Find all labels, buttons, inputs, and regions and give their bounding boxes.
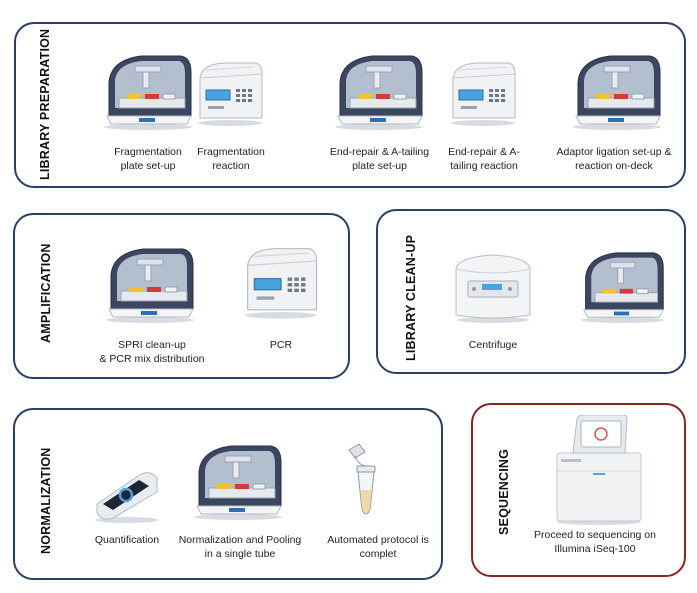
step-label: SPRI clean-up & PCR mix distribution bbox=[99, 339, 205, 365]
library-cleanup-panel: LIBRARY CLEAN-UP Centrifuge bbox=[376, 209, 686, 374]
step-label: Adaptor ligation set-up & reaction on-de… bbox=[556, 146, 672, 172]
library-preparation-panel: LIBRARY PREPARATION Fragmentation plate … bbox=[14, 22, 686, 188]
step-label: End-repair & A- tailing reaction bbox=[448, 146, 520, 172]
amplification-panel: AMPLIFICATION SPRI clean-up & PCR mix di… bbox=[13, 213, 350, 379]
step-fragmentation-setup bbox=[101, 52, 196, 130]
step-pcr bbox=[241, 245, 321, 319]
step-label: Quantification bbox=[94, 534, 160, 546]
step-label: End-repair & A-tailing plate set-up bbox=[329, 146, 430, 172]
step-label: PCR bbox=[269, 339, 293, 351]
normalization-title: NORMALIZATION bbox=[39, 447, 53, 554]
step-label: Fragmentation reaction bbox=[197, 146, 265, 172]
library-cleanup-title: LIBRARY CLEAN-UP bbox=[404, 234, 418, 361]
step-sequencing bbox=[553, 415, 645, 525]
step-end-repair-setup bbox=[332, 52, 427, 130]
amplification-title: AMPLIFICATION bbox=[39, 243, 53, 343]
thermocycler-icon bbox=[245, 248, 318, 319]
step-cleanup-liquid-handler bbox=[578, 249, 668, 323]
step-label: Centrifuge bbox=[468, 339, 518, 351]
step-fragmentation-reaction bbox=[194, 60, 266, 126]
liquid-handler-icon bbox=[194, 445, 282, 520]
step-label: Fragmentation plate set-up bbox=[114, 146, 182, 172]
liquid-handler-icon bbox=[580, 252, 665, 323]
sequencing-panel: SEQUENCING Proceed to sequencing on Illu… bbox=[471, 403, 686, 577]
fluorometer-icon bbox=[95, 472, 159, 523]
normalization-panel: NORMALIZATION Quantification Normalizati… bbox=[13, 408, 443, 580]
thermocycler-icon bbox=[451, 62, 516, 126]
centrifuge-icon bbox=[455, 254, 531, 323]
sequencing-title: SEQUENCING bbox=[497, 448, 511, 535]
liquid-handler-icon bbox=[106, 248, 194, 323]
step-label: Proceed to sequencing on Illumina iSeq-1… bbox=[533, 529, 656, 555]
liquid-handler-icon bbox=[335, 55, 423, 130]
step-quantification bbox=[91, 464, 163, 524]
liquid-handler-icon bbox=[573, 55, 661, 130]
step-label: Automated protocol is complet bbox=[327, 534, 429, 560]
tube-icon bbox=[348, 443, 376, 515]
sequencer-icon bbox=[556, 415, 642, 525]
step-centrifuge bbox=[452, 247, 534, 323]
liquid-handler-icon bbox=[104, 55, 192, 130]
step-label: Normalization and Pooling in a single tu… bbox=[178, 534, 302, 560]
step-normalization-pooling bbox=[191, 442, 286, 520]
thermocycler-icon bbox=[198, 62, 263, 126]
step-protocol-complete bbox=[341, 440, 389, 524]
step-adaptor-ligation bbox=[570, 52, 665, 130]
step-spri-cleanup bbox=[103, 245, 198, 323]
step-end-repair-reaction bbox=[447, 60, 519, 126]
library-preparation-title: LIBRARY PREPARATION bbox=[38, 28, 52, 180]
